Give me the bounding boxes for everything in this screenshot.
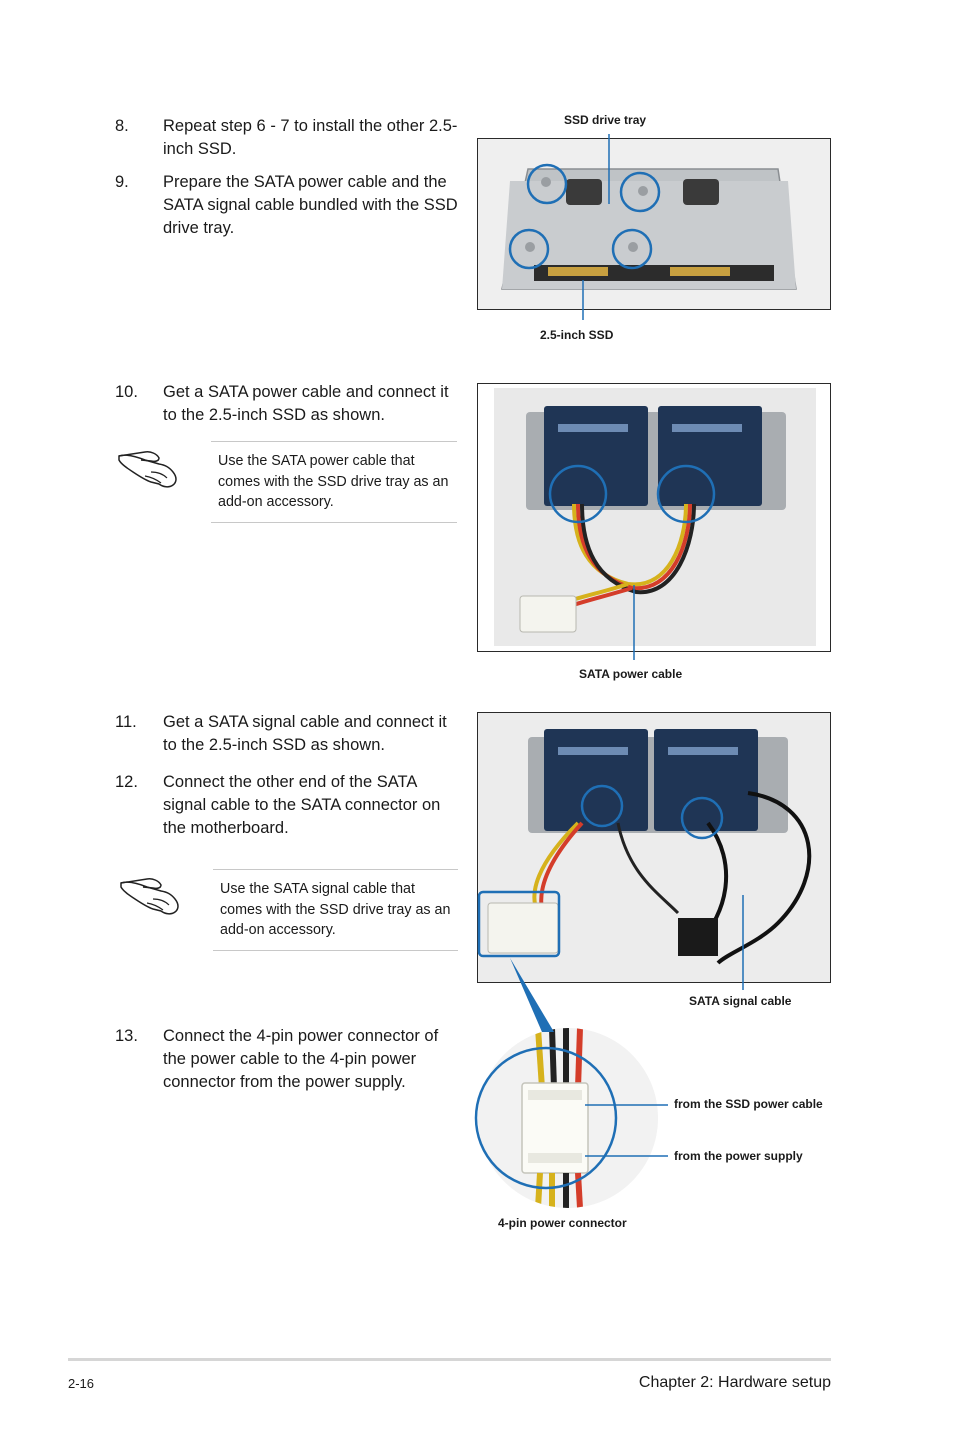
callout-box bbox=[477, 890, 561, 958]
callout-circle bbox=[508, 228, 550, 270]
chapter-title: Chapter 2: Hardware setup bbox=[638, 1374, 831, 1391]
label-from-power-supply: from the power supply bbox=[674, 1149, 803, 1163]
label-4pin-power-connector: 4-pin power connector bbox=[498, 1216, 627, 1230]
step-8: 8. Repeat step 6 - 7 to install the othe… bbox=[115, 115, 460, 165]
step-10: 10. Get a SATA power cable and connect i… bbox=[115, 381, 460, 431]
pointing-hand-icon bbox=[118, 451, 177, 488]
note-signal-cable: Use the SATA signal cable that comes wit… bbox=[213, 869, 458, 951]
step-12: 12. Connect the other end of the SATA si… bbox=[115, 771, 460, 843]
callout-circle bbox=[526, 163, 568, 205]
step-number: 10. bbox=[115, 383, 138, 401]
step-number: 8. bbox=[115, 117, 129, 135]
callout-circle bbox=[580, 784, 624, 828]
label-from-ssd-power-cable: from the SSD power cable bbox=[674, 1097, 823, 1111]
step-number: 11. bbox=[115, 713, 137, 731]
step-text: Connect the other end of the SATA signal… bbox=[163, 773, 441, 837]
step-number: 9. bbox=[115, 173, 129, 191]
zoom-pointer bbox=[510, 958, 554, 1032]
step-text: Repeat step 6 - 7 to install the other 2… bbox=[163, 117, 458, 158]
figure-sata-power bbox=[477, 383, 831, 652]
step-text: Prepare the SATA power cable and the SAT… bbox=[163, 173, 458, 237]
note-text: Use the SATA signal cable that comes wit… bbox=[220, 881, 451, 938]
sata-signal-illustration bbox=[478, 713, 830, 982]
label-ssd-drive-tray: SSD drive tray bbox=[564, 113, 647, 127]
note-text: Use the SATA power cable that comes with… bbox=[218, 453, 449, 510]
callout-circle bbox=[619, 171, 661, 213]
step-number: 12. bbox=[115, 773, 138, 791]
callout-circle bbox=[548, 464, 608, 524]
label-sata-signal-cable: SATA signal cable bbox=[689, 994, 792, 1008]
sata-power-illustration bbox=[478, 384, 830, 651]
step-text: Connect the 4-pin power connector of the… bbox=[163, 1027, 439, 1091]
figure-ssd-tray bbox=[477, 138, 831, 310]
step-text: Get a SATA power cable and connect it to… bbox=[163, 383, 449, 424]
label-25-inch-ssd: 2.5-inch SSD bbox=[540, 328, 614, 342]
step-text: Get a SATA signal cable and connect it t… bbox=[163, 713, 447, 754]
callout-circle bbox=[680, 796, 724, 840]
callout-circle-large bbox=[474, 1046, 618, 1190]
step-13: 13. Connect the 4-pin power connector of… bbox=[115, 1025, 460, 1097]
label-sata-power-cable: SATA power cable bbox=[579, 667, 683, 681]
step-11: 11. Get a SATA signal cable and connect … bbox=[115, 711, 460, 761]
footer-divider bbox=[68, 1358, 831, 1361]
step-9: 9. Prepare the SATA power cable and the … bbox=[115, 171, 460, 243]
step-number: 13. bbox=[115, 1027, 138, 1045]
page-number: 2-16 bbox=[68, 1376, 95, 1391]
callout-circle bbox=[656, 464, 716, 524]
ssd-tray-illustration bbox=[478, 139, 830, 309]
pointing-hand-icon bbox=[120, 878, 179, 915]
figure-sata-signal bbox=[477, 712, 831, 983]
note-power-cable: Use the SATA power cable that comes with… bbox=[211, 441, 457, 523]
callout-circle bbox=[611, 228, 653, 270]
